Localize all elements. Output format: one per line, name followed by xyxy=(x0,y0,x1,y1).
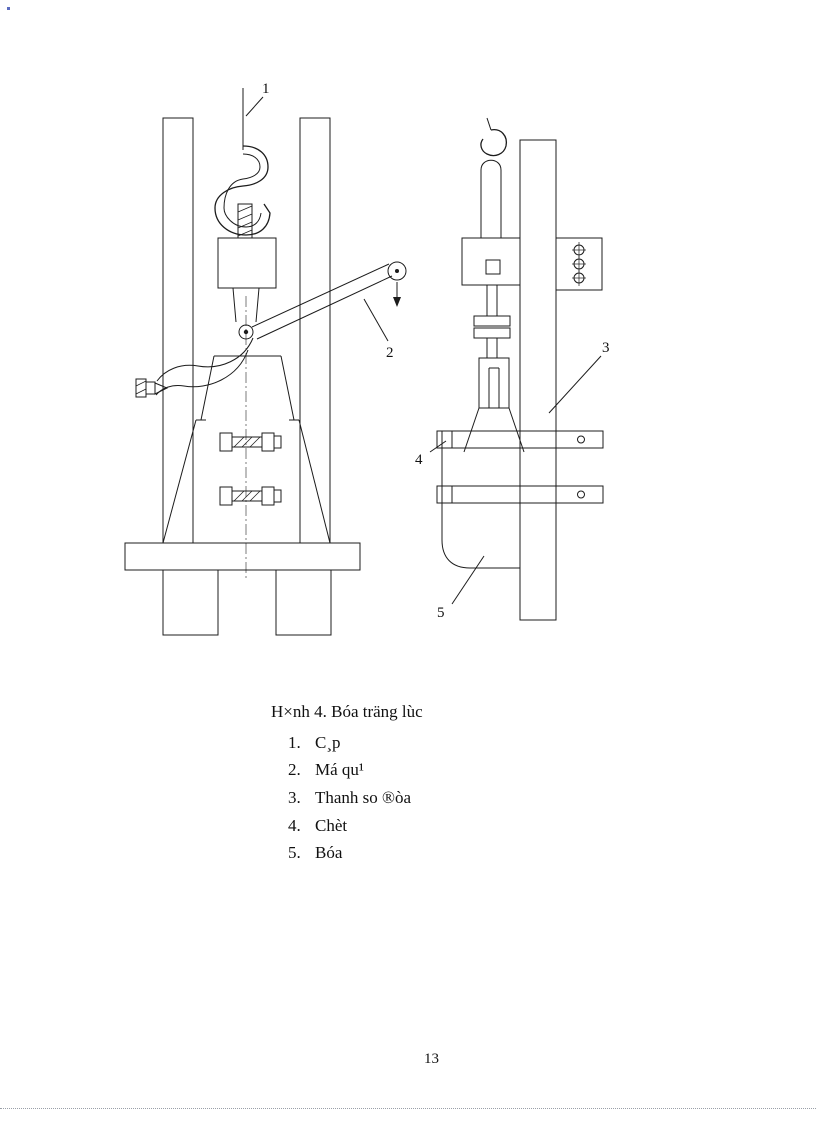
list-item-label: Má qu¹ xyxy=(315,760,365,780)
clevis-fork xyxy=(478,357,510,409)
cam-jaw xyxy=(135,337,254,398)
shackle-link xyxy=(480,159,502,238)
clamp-strap-upper xyxy=(436,430,604,449)
leader-line-4 xyxy=(429,440,447,453)
list-item-number: 2. xyxy=(288,760,301,780)
suspension-block-side xyxy=(461,237,521,286)
list-item-number: 3. xyxy=(288,787,301,807)
corner-mark xyxy=(7,7,10,10)
list-item: 4. Chèt xyxy=(288,812,411,840)
bell-flare-side xyxy=(463,407,525,453)
right-leg xyxy=(275,569,332,636)
callout-1: 1 xyxy=(262,81,270,97)
figure-drawing: 1 2 3 4 5 xyxy=(124,81,610,636)
hammer-bell xyxy=(162,355,331,544)
crane-hook xyxy=(214,145,271,236)
leader-line-3 xyxy=(548,355,602,414)
list-item-label: C¸p xyxy=(315,732,341,752)
list-item: 1. C¸p xyxy=(288,729,411,757)
clamp-bolt-lower xyxy=(219,486,282,506)
neck xyxy=(232,287,260,323)
list-item: 2. Má qu¹ xyxy=(288,757,411,785)
list-item-label: Bóa xyxy=(315,843,343,863)
list-item-number: 1. xyxy=(288,732,301,752)
figure-caption: H×nh 4. Bóa träng lùc xyxy=(271,702,423,721)
list-item-label: Thanh so ®òa xyxy=(315,787,412,807)
side-view xyxy=(429,117,604,621)
column-plate xyxy=(555,237,603,291)
bottom-dotted-rule xyxy=(0,1108,816,1109)
pivot-pin xyxy=(238,324,254,340)
threaded-shank xyxy=(237,203,253,239)
list-item: 3. Thanh so ®òa xyxy=(288,784,411,812)
release-lever xyxy=(251,261,407,340)
list-item-number: 4. xyxy=(288,815,301,835)
guide-column xyxy=(519,139,557,621)
page-number: 13 xyxy=(424,1051,439,1067)
list-item: 5. Bóa xyxy=(288,839,411,867)
small-hook xyxy=(480,117,507,157)
callout-4: 4 xyxy=(415,452,423,468)
base-plate xyxy=(124,542,361,571)
tie-rod xyxy=(473,285,511,358)
figure-legend: 1. C¸p 2. Má qu¹ 3. Thanh so ®òa 4. Chèt… xyxy=(288,729,411,867)
suspension-block xyxy=(217,237,277,289)
left-leg xyxy=(162,569,219,636)
list-item-label: Chèt xyxy=(315,815,348,835)
list-item-number: 5. xyxy=(288,843,301,863)
callout-3: 3 xyxy=(602,340,610,356)
leader-line-2 xyxy=(363,298,389,342)
callout-5: 5 xyxy=(437,605,445,621)
leader-line-1 xyxy=(245,96,264,117)
clamp-strap-lower xyxy=(436,485,604,504)
front-view xyxy=(124,88,407,636)
clamp-bolt-upper xyxy=(219,432,282,452)
hammer-body-side xyxy=(441,431,520,569)
leader-line-5 xyxy=(451,555,485,605)
callout-2: 2 xyxy=(386,345,394,361)
